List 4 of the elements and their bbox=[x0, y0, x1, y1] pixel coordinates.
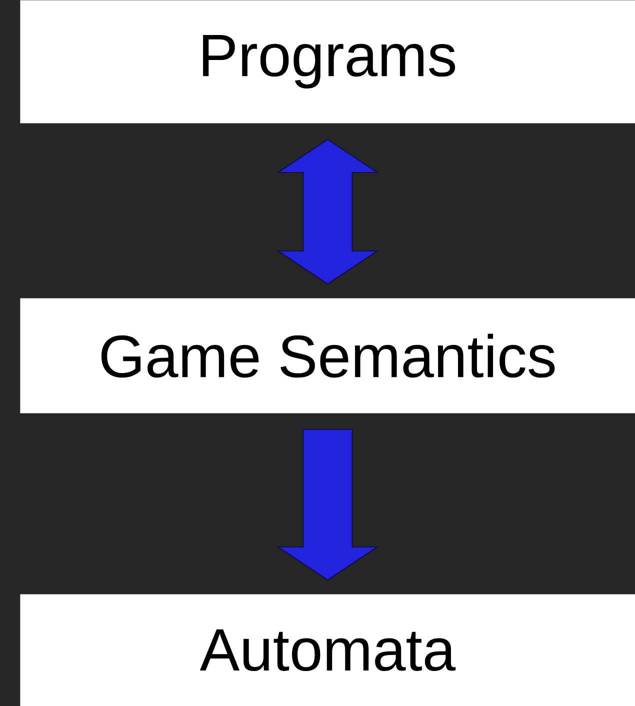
block-arrow bbox=[276, 429, 379, 580]
text-box: Automata bbox=[20, 594, 635, 706]
text-box: Programs bbox=[20, 0, 635, 124]
text-box: Game Semantics bbox=[20, 298, 635, 414]
